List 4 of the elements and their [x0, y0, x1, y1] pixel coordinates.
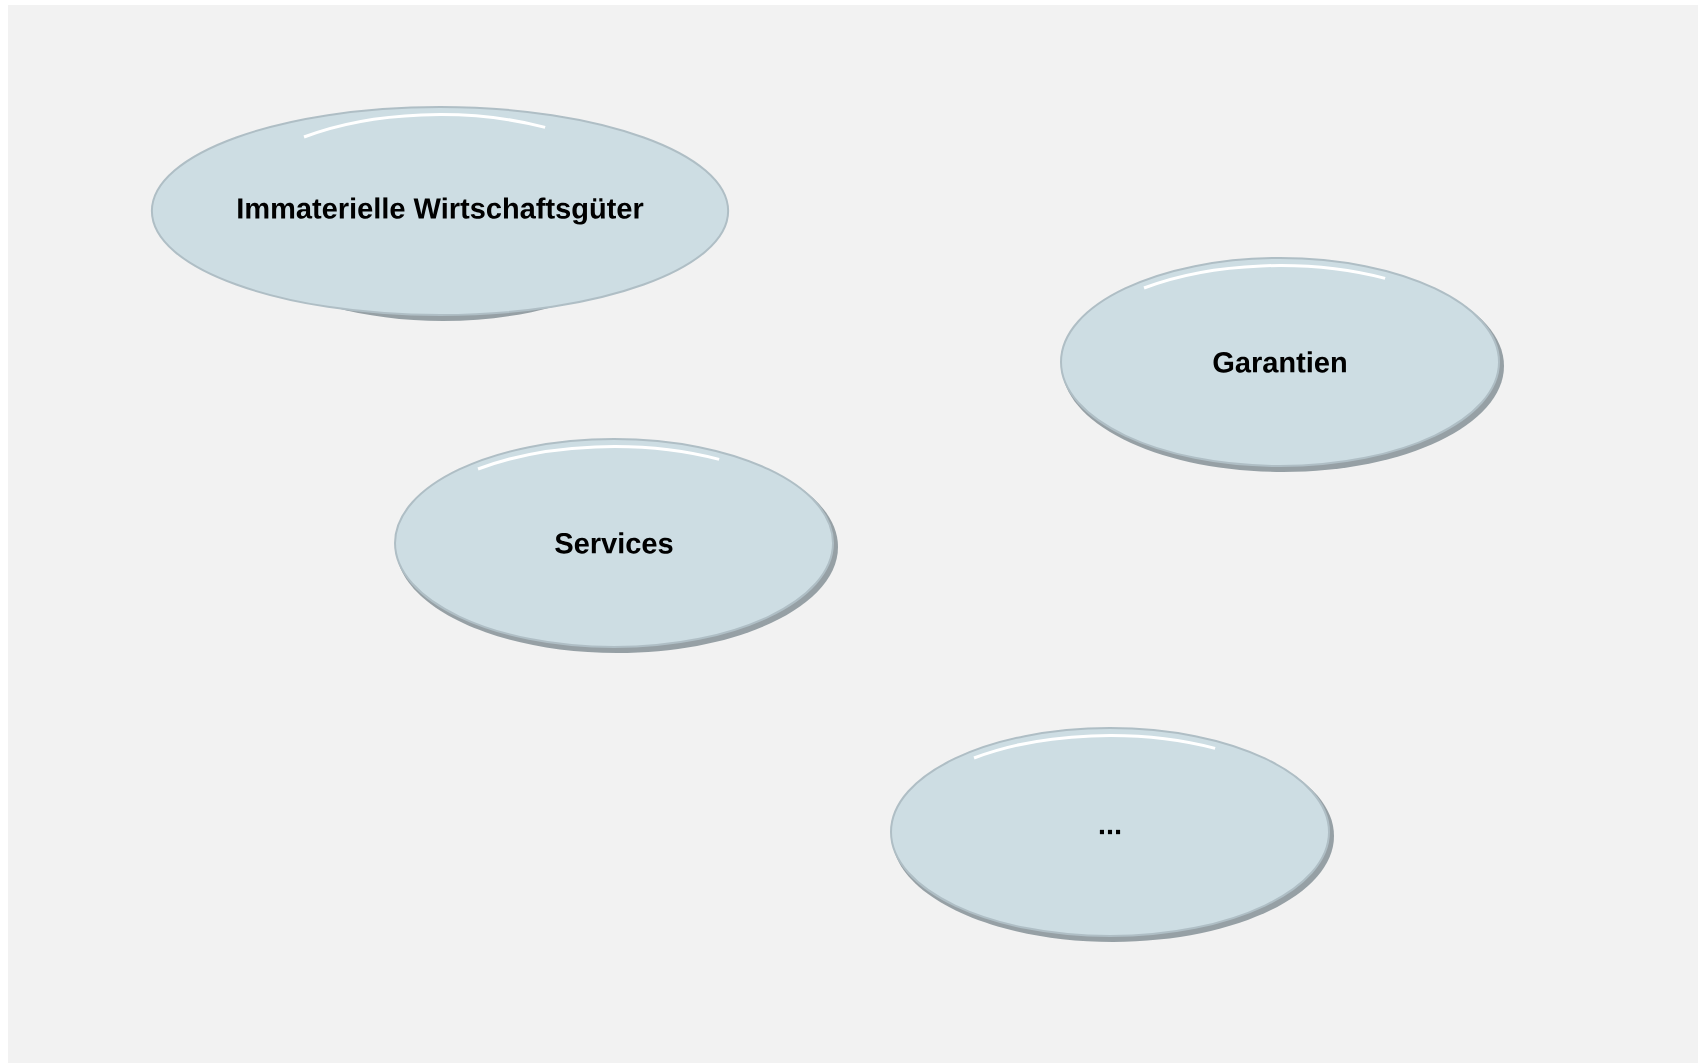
ellipse-node: Services	[394, 438, 838, 653]
ellipse-node: ...	[890, 727, 1334, 942]
ellipse-node: Immaterielle Wirtschaftsgüter	[150, 106, 730, 321]
ellipse-node: Garantien	[1060, 257, 1504, 472]
